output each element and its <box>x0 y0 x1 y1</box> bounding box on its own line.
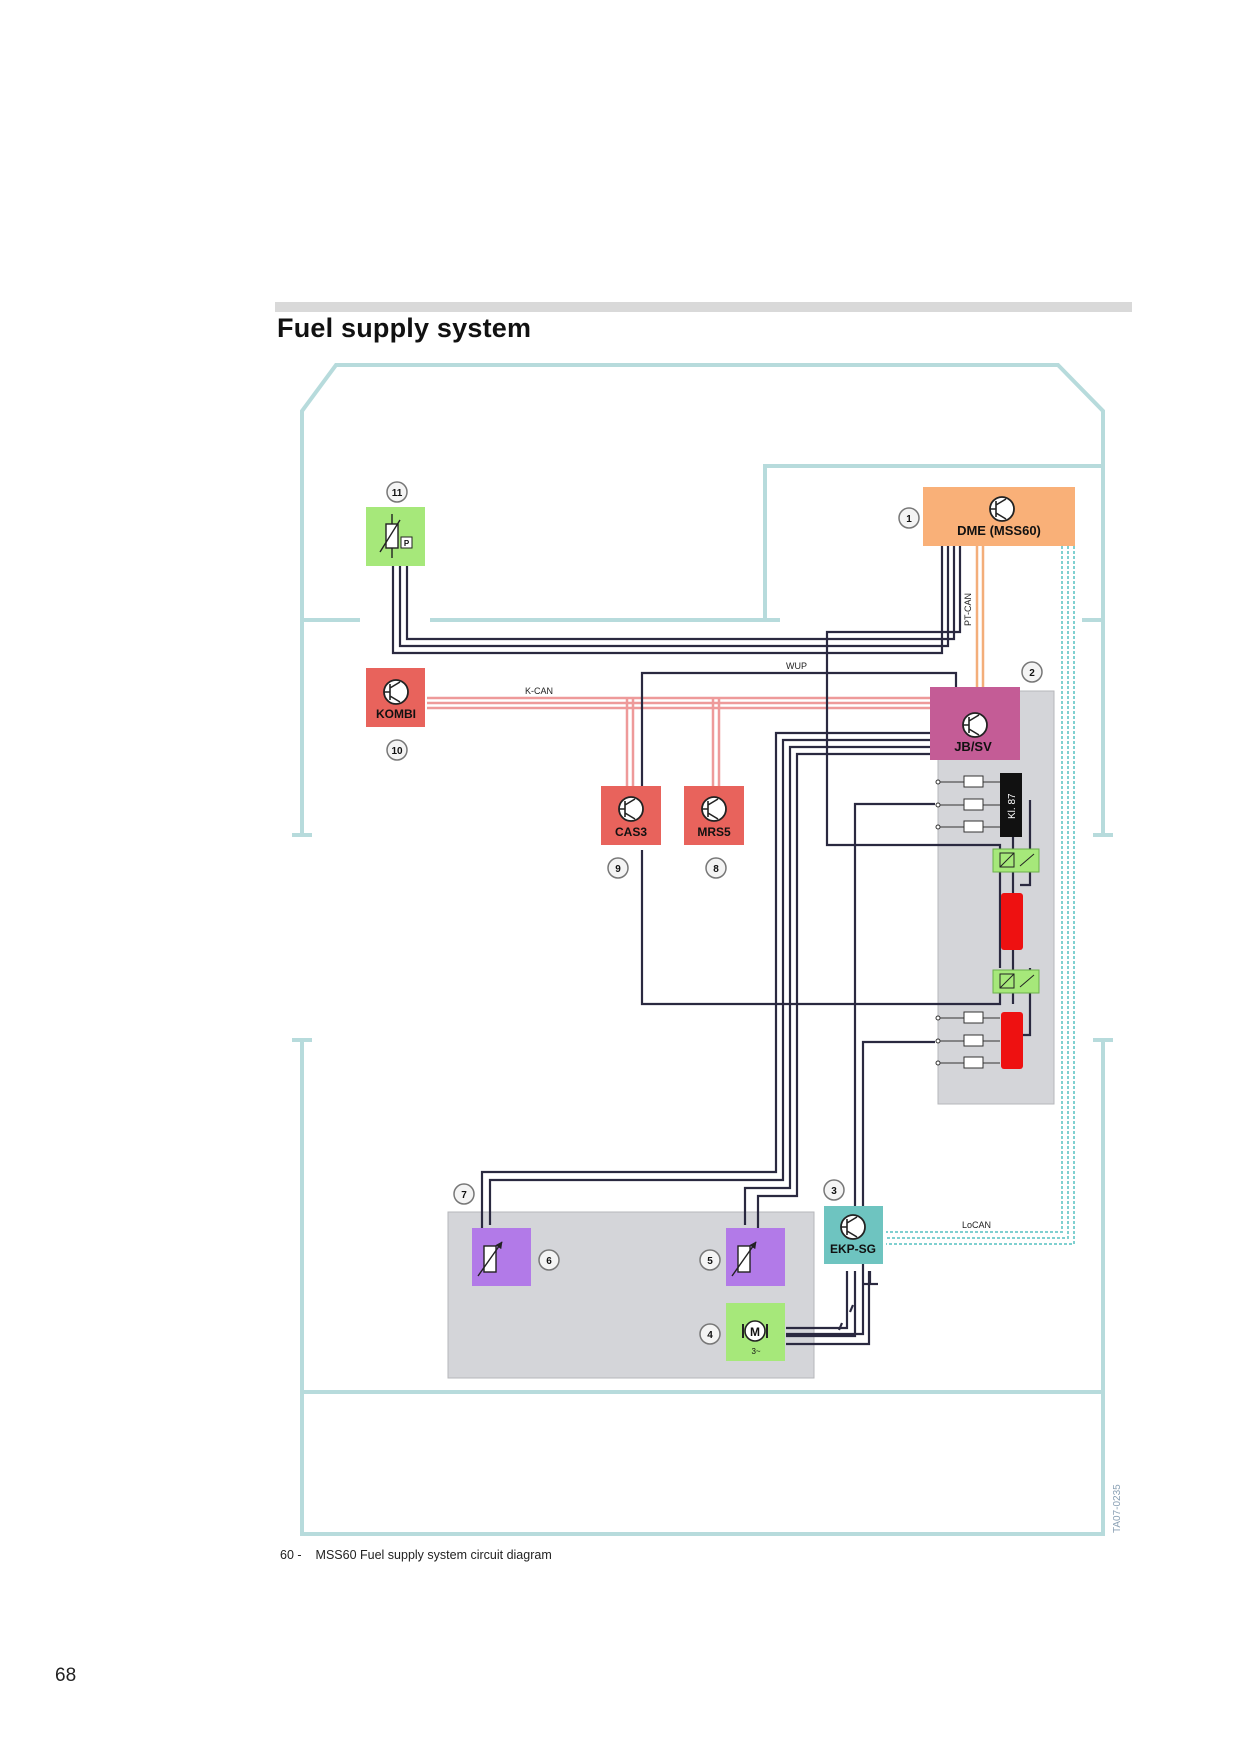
ekp-sg-module: EKP-SG <box>824 1206 883 1264</box>
header-rule <box>275 302 1132 312</box>
wup-label: WUP <box>786 661 807 671</box>
svg-text:5: 5 <box>707 1256 713 1267</box>
cas3-module: CAS3 <box>601 786 661 845</box>
callout-2: 2 <box>1021 661 1043 683</box>
svg-text:3: 3 <box>831 1186 837 1197</box>
sensor-11-symbol: P <box>404 539 410 548</box>
k-can-bus <box>427 696 940 795</box>
page-title: Fuel supply system <box>277 313 532 343</box>
pt-can-label: PT-CAN <box>963 593 973 626</box>
callouts: 1 2 3 4 5 6 7 8 9 10 11 <box>386 481 1043 1345</box>
callout-3: 3 <box>823 1179 845 1201</box>
callout-9: 9 <box>607 857 629 879</box>
jbsv-label: JB/SV <box>954 739 992 754</box>
callout-1: 1 <box>898 507 920 529</box>
svg-text:11: 11 <box>392 488 403 499</box>
callout-5: 5 <box>699 1249 721 1271</box>
fuel-pump-module: M 3~ <box>726 1303 785 1361</box>
pump-symbol: M <box>750 1325 760 1339</box>
lo-can-label: LoCAN <box>962 1220 991 1230</box>
svg-text:10: 10 <box>391 746 403 757</box>
relay-upper <box>992 848 1040 873</box>
sensor-6-module <box>472 1228 531 1286</box>
sensor-11-module: P <box>366 507 425 566</box>
callout-10: 10 <box>386 739 408 761</box>
figure-caption: 60 - MSS60 Fuel supply system circuit dia… <box>280 1548 552 1562</box>
svg-text:6: 6 <box>546 1256 552 1267</box>
sensor-5-module <box>726 1228 785 1286</box>
pt-can-bus <box>975 546 985 693</box>
lo-can-bus <box>886 546 1075 1245</box>
callout-11: 11 <box>386 481 408 503</box>
cas3-label: CAS3 <box>615 825 647 839</box>
dme-label: DME (MSS60) <box>957 523 1041 538</box>
caption-text: MSS60 Fuel supply system circuit diagram <box>315 1548 552 1562</box>
callout-4: 4 <box>699 1323 721 1345</box>
k-can-label: K-CAN <box>525 686 553 696</box>
relay-lower <box>992 969 1040 994</box>
callout-8: 8 <box>705 857 727 879</box>
red-fuse-upper <box>1001 893 1023 950</box>
svg-text:7: 7 <box>461 1190 467 1201</box>
mrs5-label: MRS5 <box>697 825 731 839</box>
callout-7: 7 <box>453 1183 475 1205</box>
kl87-terminal <box>1000 773 1022 837</box>
page-number: 68 <box>55 1665 77 1686</box>
svg-text:2: 2 <box>1029 668 1035 679</box>
kombi-label: KOMBI <box>376 707 416 721</box>
jbsv-fuses <box>935 775 1000 1069</box>
vehicle-outline <box>292 363 1113 1536</box>
pump-phase-label: 3~ <box>751 1347 760 1356</box>
svg-text:4: 4 <box>707 1330 713 1341</box>
jbsv-module: JB/SV <box>930 687 1020 760</box>
red-fuse-lower <box>1001 1012 1023 1069</box>
dme-module: DME (MSS60) <box>923 487 1075 546</box>
svg-text:8: 8 <box>713 864 719 875</box>
caption-number: 60 - <box>280 1548 302 1562</box>
callout-6: 6 <box>538 1249 560 1271</box>
svg-text:9: 9 <box>615 864 621 875</box>
kl87-label: Kl. 87 <box>1007 793 1018 819</box>
ekp-sg-label: EKP-SG <box>830 1242 876 1256</box>
mrs5-module: MRS5 <box>684 786 744 845</box>
svg-text:1: 1 <box>906 514 912 525</box>
kombi-module: KOMBI <box>366 668 425 727</box>
figure-code: TA07-0235 <box>1112 1484 1123 1533</box>
